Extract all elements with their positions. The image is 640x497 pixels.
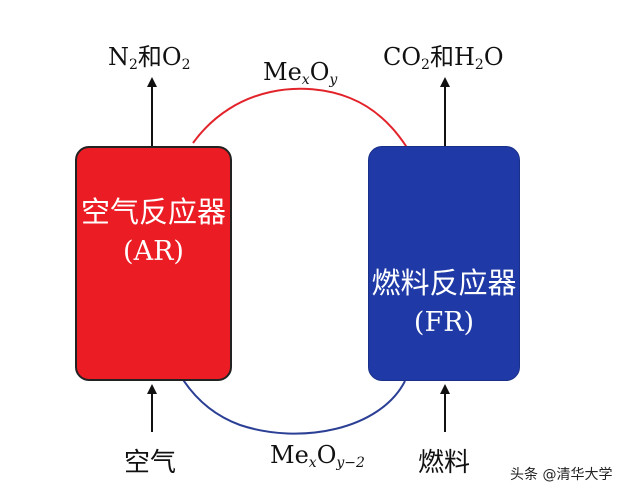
and-text: 和 [429, 43, 454, 71]
n-symbol: N [108, 43, 129, 71]
n-subscript: 2 [129, 57, 138, 73]
air-reactor-name: 空气反应器 [80, 195, 226, 229]
oxidized-carrier-label: MexOy [263, 60, 337, 87]
and-text: 和 [137, 43, 162, 71]
x-subscript: x [308, 455, 317, 471]
reduced-carrier-label: MexOy−2 [270, 443, 365, 470]
co-symbol: CO [383, 43, 422, 71]
o-symbol: O [483, 43, 504, 71]
x-subscript: x [301, 72, 310, 88]
o-symbol: O [316, 441, 337, 469]
h-subscript: 2 [474, 57, 484, 73]
fuel-reactor-name: 燃料反应器 [371, 266, 517, 300]
fuel-input-label: 燃料 [418, 448, 471, 478]
h-symbol: H [453, 43, 475, 71]
co-subscript: 2 [421, 57, 430, 73]
o-subscript: 2 [181, 57, 191, 73]
air-reactor: 空气反应器 (AR) [75, 146, 232, 381]
o-symbol: O [161, 43, 182, 71]
air-reactor-abbr: (AR) [123, 235, 184, 267]
watermark-text: 头条 @清华大学 [510, 467, 613, 483]
me-symbol: Me [270, 441, 309, 469]
o-symbol: O [309, 58, 330, 86]
fuel-reactor-abbr: (FR) [413, 306, 475, 338]
y-subscript: y−2 [336, 455, 365, 471]
y-subscript: y [329, 72, 338, 88]
fuel-reactor: 燃料反应器 (FR) [368, 146, 520, 381]
me-symbol: Me [263, 58, 302, 86]
air-input-label: 空气 [124, 448, 177, 478]
fr-output-label: CO2和H2O [383, 45, 504, 72]
ar-output-label: N2和O2 [108, 45, 191, 72]
